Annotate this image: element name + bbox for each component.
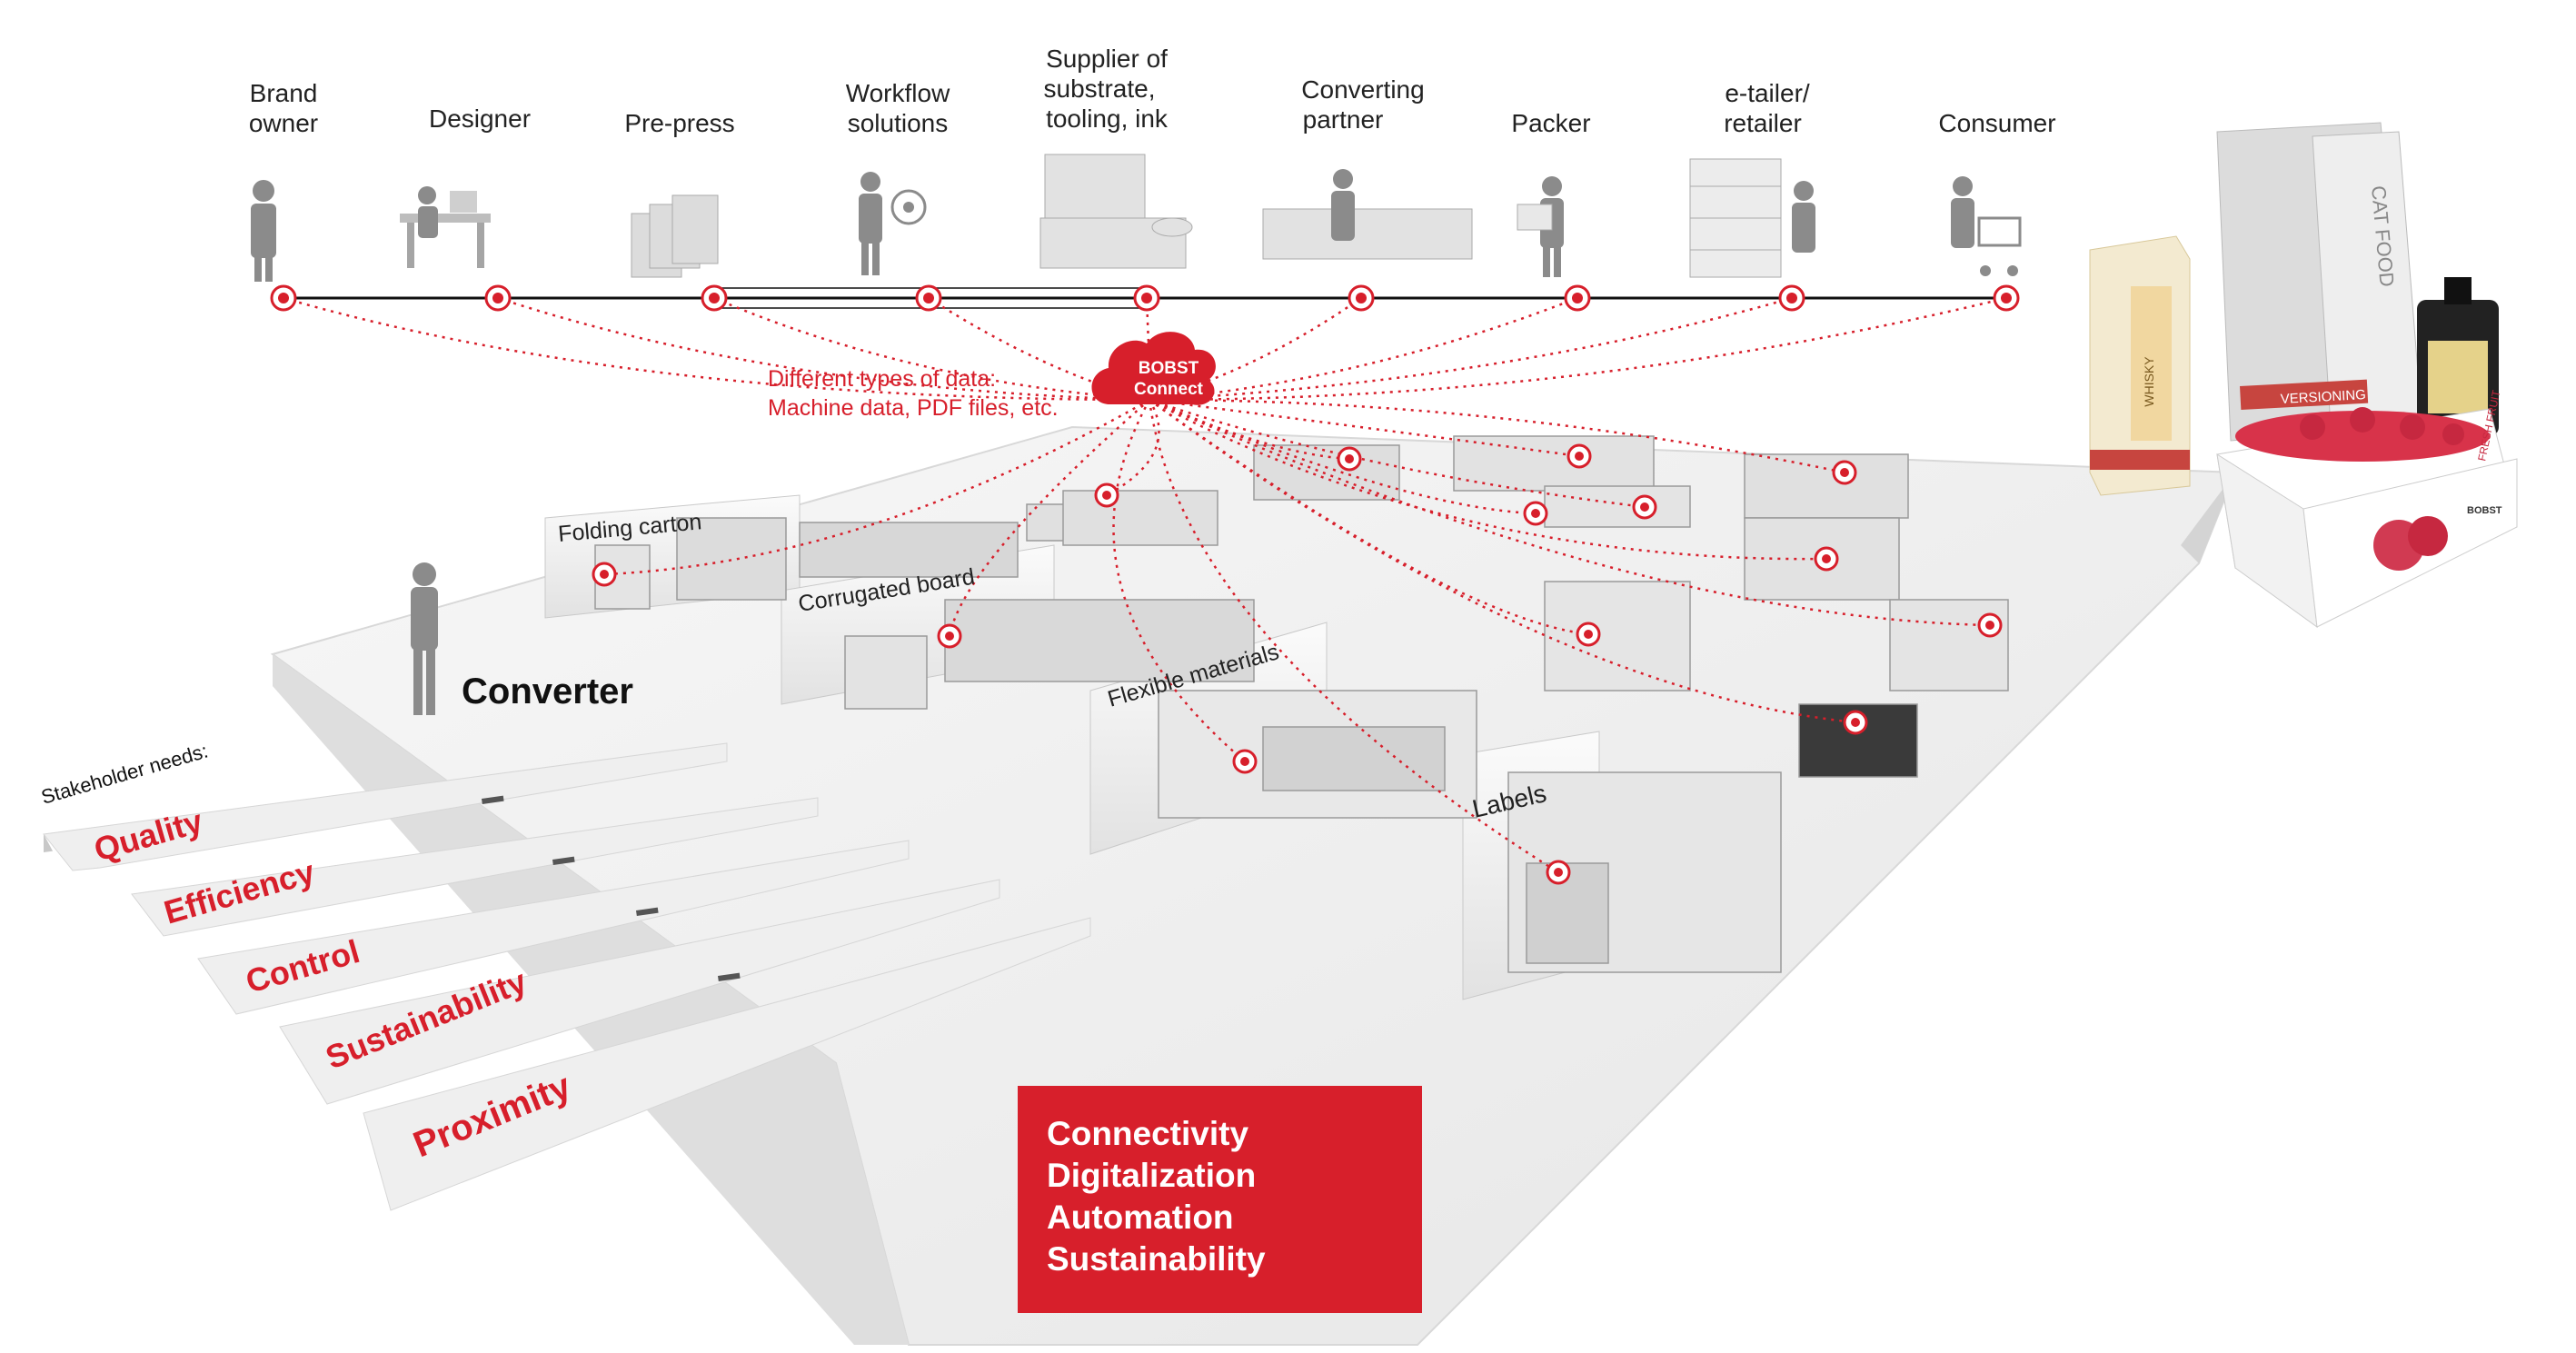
node-brand-owner [270, 284, 297, 312]
timeline-nodes [270, 284, 2020, 312]
data-connections [283, 296, 2007, 874]
converter-group: Converter [411, 562, 633, 715]
node-labels [1546, 860, 1571, 885]
stakeholder-pre-press: Pre-press [624, 109, 734, 137]
node-press-5 [1632, 494, 1657, 520]
workflow-icon [859, 172, 927, 275]
bobst-connect-cloud: BOBST Connect [1091, 332, 1216, 405]
converting-partner-icon [1262, 169, 1473, 260]
cat-food-bag: CAT FOOD VERSIONING [2216, 122, 2422, 442]
data-types-callout: Different types of data:Machine data, PD… [768, 366, 1059, 421]
crate-brand-label: BOBST [2467, 505, 2502, 516]
designer-icon [400, 186, 491, 268]
machine-nodes [592, 443, 2003, 885]
node-corrugated [937, 623, 962, 649]
hub-title: BOBST [1139, 359, 1199, 378]
node-pre-press [701, 284, 728, 312]
converter-person-icon [411, 562, 438, 715]
node-supplier [1133, 284, 1160, 312]
hub-subtitle: Connect [1134, 380, 1204, 399]
whisky-box: WHISKY [2089, 235, 2191, 496]
corrugated-line [844, 599, 1255, 710]
node-packer [1564, 284, 1591, 312]
folding-carton-line [594, 503, 1082, 610]
pillars-box: Connectivity Digitalization Automation S… [1018, 1086, 1422, 1313]
node-digital-press [1843, 710, 1868, 735]
node-folding-carton [592, 562, 617, 587]
node-retailer [1778, 284, 1805, 312]
packer-icon [1517, 176, 1564, 277]
converter-label: Converter [462, 672, 633, 711]
consumer-icon [1951, 176, 2022, 276]
whisky-label: WHISKY [2142, 356, 2156, 407]
stakeholder-retailer: e-tailer/retailer [1724, 79, 1810, 137]
flexible-press [1158, 690, 1477, 819]
node-laminator-2 [1576, 622, 1601, 647]
pillar-digitalization: Digitalization [1047, 1157, 1256, 1194]
pillar-automation: Automation [1047, 1199, 1234, 1236]
pillar-connectivity: Connectivity [1047, 1115, 1248, 1152]
supplier-icon [1039, 154, 1193, 269]
pre-press-icon [631, 194, 719, 278]
node-press-6 [1523, 501, 1548, 526]
stakeholder-icons [251, 154, 2022, 282]
node-workflow [915, 284, 942, 312]
node-press-2 [1337, 446, 1362, 472]
node-press-4 [1832, 460, 1857, 485]
brand-owner-icon [251, 180, 276, 282]
press-center [1062, 435, 1909, 546]
stakeholder-designer: Designer [429, 104, 531, 133]
oil-bottle [2417, 277, 2499, 436]
needs-title: Stakeholder needs: [38, 740, 210, 809]
stakeholder-packer: Packer [1511, 109, 1590, 137]
machines [594, 435, 2009, 973]
node-laminator-1 [1814, 546, 1839, 572]
node-consumer [1993, 284, 2020, 312]
node-designer [484, 284, 512, 312]
versioning-label: VERSIONING [2280, 387, 2366, 407]
stakeholder-consumer: Consumer [1938, 109, 2055, 137]
node-converting-partner [1348, 284, 1375, 312]
pillar-sustainability: Sustainability [1047, 1240, 1266, 1278]
packaging-products: WHISKY CAT FOOD VERSIONING FRESH [2089, 122, 2518, 629]
node-laminator-3 [1977, 612, 2003, 638]
node-press-1 [1094, 483, 1119, 508]
fruit-crate: FRESH FRUIT BOBST [2216, 388, 2518, 629]
node-press-3 [1566, 443, 1592, 469]
node-flexible [1232, 749, 1258, 774]
need-slab-quality: Quality [43, 742, 728, 871]
retailer-icon [1689, 158, 1815, 278]
